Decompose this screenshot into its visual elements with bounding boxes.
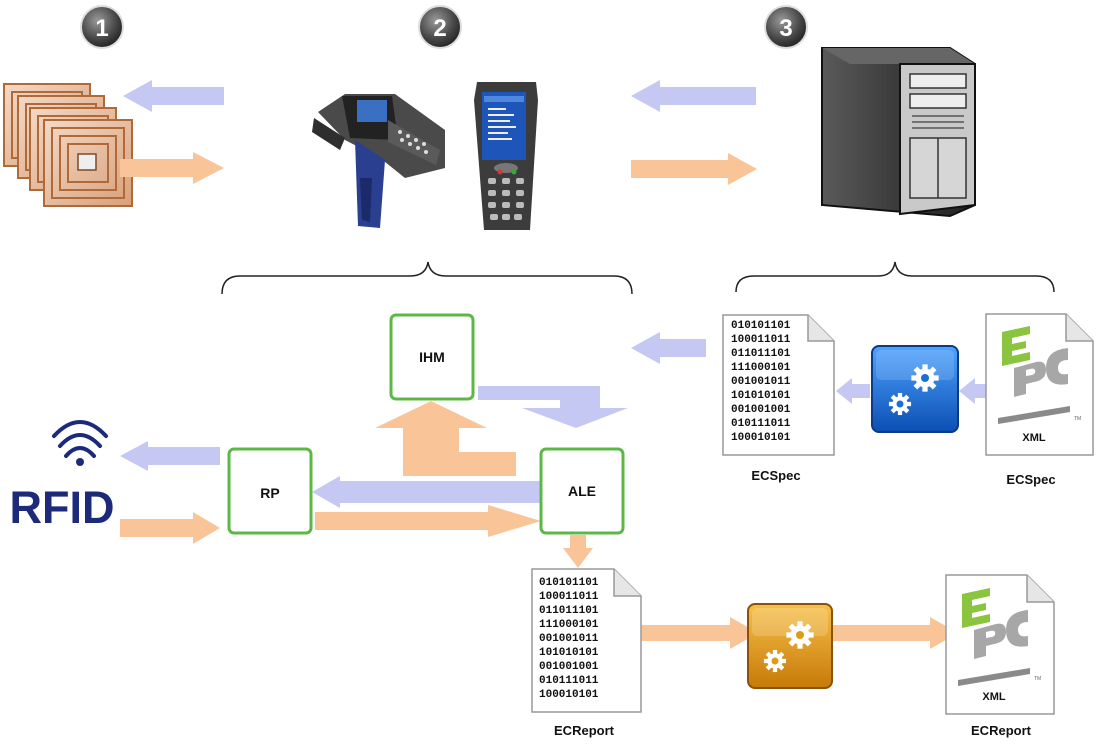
request-arrow bbox=[120, 441, 220, 471]
binary-line: 010111011 bbox=[731, 418, 791, 430]
xml-tag: XML bbox=[1022, 432, 1046, 444]
rfid-logo: RFID bbox=[10, 420, 115, 533]
orange-gear-icon bbox=[747, 603, 833, 689]
ale-label: ALE bbox=[568, 483, 596, 499]
response-arrow bbox=[120, 152, 224, 184]
binary-line: 001001001 bbox=[731, 404, 791, 416]
ecreport-binary-caption: ECReport bbox=[554, 723, 615, 738]
group-brace-right bbox=[735, 261, 1055, 293]
response-arrow bbox=[631, 153, 757, 185]
step-number: 1 bbox=[95, 15, 108, 42]
rfid-tags-icon bbox=[3, 83, 133, 207]
epc-xml-spec-document: XML TM bbox=[985, 313, 1094, 456]
binary-line: 010101101 bbox=[731, 320, 791, 332]
step-number: 3 bbox=[779, 15, 792, 42]
ale-box: ALE bbox=[539, 447, 625, 535]
rfid-logo-text: RFID bbox=[10, 482, 115, 533]
rfid-reader-gun-icon bbox=[312, 94, 445, 228]
response-arrow bbox=[315, 505, 541, 537]
binary-line: 010111011 bbox=[539, 675, 599, 687]
ecspec-binary-document: 010101101 100011011 011011101 111000101 … bbox=[722, 314, 835, 456]
binary-line: 011011101 bbox=[539, 605, 599, 617]
request-arrow bbox=[312, 476, 547, 508]
epc-logo-icon bbox=[998, 326, 1070, 424]
step-badge-1: 1 bbox=[80, 5, 124, 49]
binary-line: 001001011 bbox=[731, 376, 791, 388]
binary-line: 111000101 bbox=[539, 619, 599, 631]
ihm-box: IHM bbox=[389, 313, 475, 401]
trademark-mark: TM bbox=[1074, 416, 1081, 422]
binary-line: 101010101 bbox=[731, 390, 791, 402]
request-arrow bbox=[836, 378, 870, 404]
binary-line: 100011011 bbox=[539, 591, 599, 603]
ihm-label: IHM bbox=[419, 349, 445, 365]
step-badge-2: 2 bbox=[418, 5, 462, 49]
request-arrow bbox=[478, 386, 628, 428]
server-icon bbox=[821, 47, 976, 218]
xml-tag: XML bbox=[982, 691, 1006, 703]
epc-logo-icon bbox=[958, 588, 1030, 686]
step-badge-3: 3 bbox=[764, 5, 808, 49]
request-arrow bbox=[631, 80, 756, 112]
response-arrow bbox=[375, 401, 516, 476]
binary-line: 001001011 bbox=[539, 633, 599, 645]
binary-line: 010101101 bbox=[539, 577, 599, 589]
binary-line: 100010101 bbox=[731, 432, 791, 444]
ecreport-xml-caption: ECReport bbox=[971, 723, 1032, 738]
request-arrow bbox=[123, 80, 224, 112]
binary-lines: 010101101 100011011 011011101 111000101 … bbox=[539, 577, 599, 701]
pda-device-icon bbox=[474, 82, 538, 230]
response-arrow bbox=[563, 535, 593, 568]
ecspec-xml-caption: ECSpec bbox=[1006, 472, 1055, 487]
binary-line: 100011011 bbox=[731, 334, 791, 346]
epc-xml-report-document: XML TM bbox=[945, 574, 1055, 715]
trademark-mark: TM bbox=[1034, 676, 1041, 682]
rp-box: RP bbox=[227, 447, 313, 535]
binary-line: 111000101 bbox=[731, 362, 791, 374]
response-arrow bbox=[820, 617, 958, 649]
blue-gear-icon bbox=[871, 345, 959, 433]
response-arrow bbox=[120, 512, 220, 544]
rp-label: RP bbox=[260, 485, 279, 501]
response-arrow bbox=[631, 617, 758, 649]
binary-line: 011011101 bbox=[731, 348, 791, 360]
request-arrow bbox=[631, 332, 706, 364]
ecspec-binary-caption: ECSpec bbox=[751, 468, 800, 483]
group-brace-left bbox=[221, 261, 633, 295]
binary-line: 100010101 bbox=[539, 689, 599, 701]
binary-line: 101010101 bbox=[539, 647, 599, 659]
step-number: 2 bbox=[433, 15, 446, 42]
binary-line: 001001001 bbox=[539, 661, 599, 673]
ecreport-binary-document: 010101101 100011011 011011101 111000101 … bbox=[531, 568, 642, 713]
binary-lines: 010101101 100011011 011011101 111000101 … bbox=[731, 320, 791, 444]
